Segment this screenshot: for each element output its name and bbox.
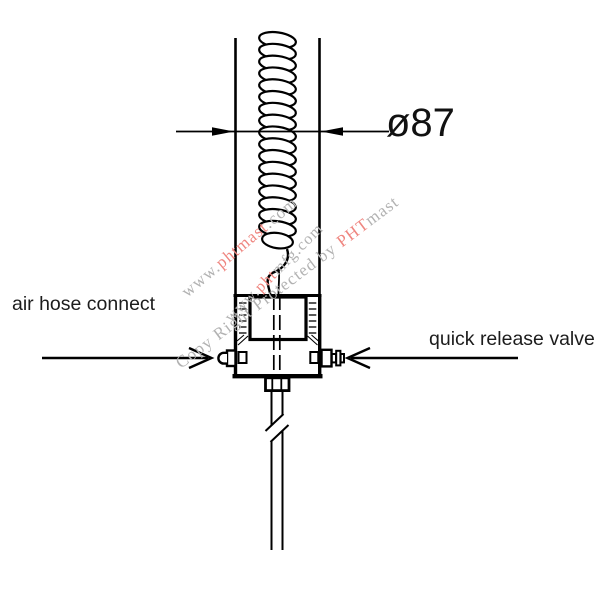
dimension-label: ø87 [386, 101, 455, 145]
bottom-fitting [264, 376, 291, 392]
arrow-right-icon [188, 346, 215, 370]
arrow-left-icon [344, 346, 371, 370]
air-hose-nipple [217, 349, 237, 368]
center-wire [272, 295, 281, 377]
dim-arrow-left-icon [321, 127, 343, 136]
mast-tube [234, 38, 321, 295]
dim-arrow-right-icon [212, 127, 234, 136]
air-hose-arrow [42, 346, 215, 370]
air-hose-label: air hose connect [12, 293, 156, 315]
valve-body [232, 294, 323, 379]
quick-release-valve-stem [320, 348, 346, 368]
cable-hook [266, 248, 290, 296]
pipe-break [264, 413, 285, 432]
coil-cable [258, 30, 297, 250]
quick-release-label: quick release valve [429, 328, 595, 350]
down-tube [264, 390, 290, 550]
quick-release-arrow [344, 346, 518, 370]
dimension-line [176, 127, 389, 136]
